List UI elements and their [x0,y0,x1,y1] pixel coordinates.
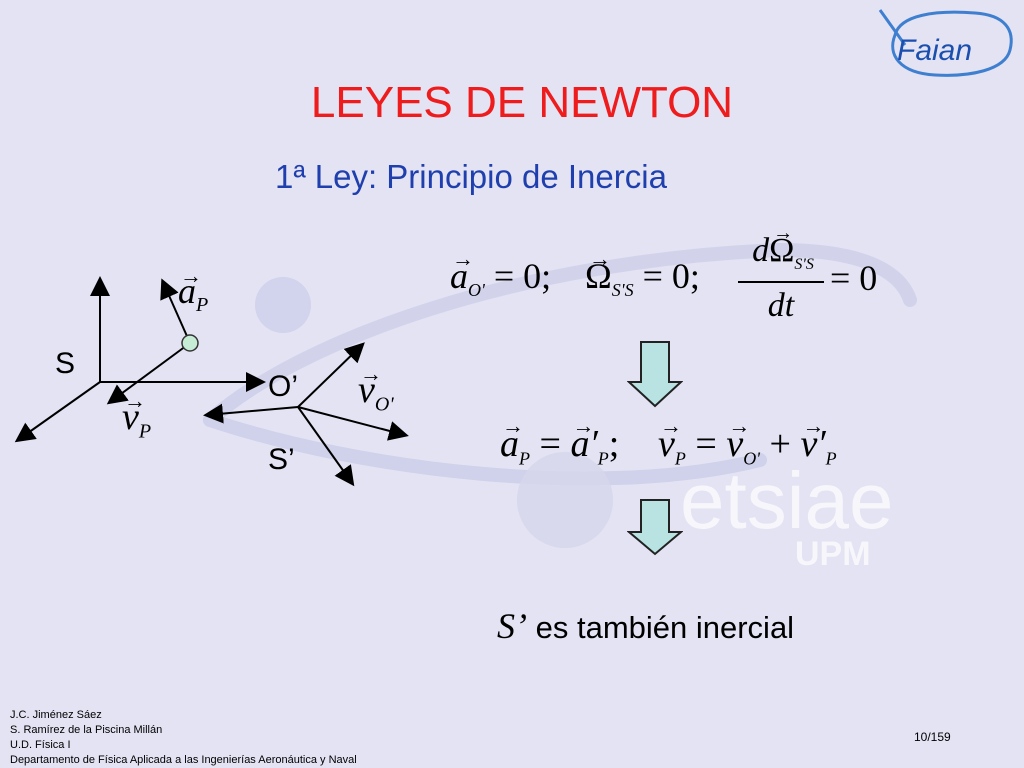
logo-text: Faian [897,34,972,67]
label-v-p: → vP [122,388,152,443]
frame-s-prime-axis-y [297,406,355,487]
watermark-globe [255,277,311,333]
vector-arrow-icon: → [589,246,611,271]
conclusion-body: es también inercial [527,610,795,645]
watermark-upm-text: UPM [795,535,871,573]
vector-arrow-icon: → [773,222,794,244]
fraction-bar [738,281,824,283]
equation-a-o-prime: →aO' = 0; [450,246,552,301]
label-v-o-prime: → vO' [358,361,394,416]
vector-arrow-icon: → [502,413,524,438]
equation-acceleration-equality: →aP = →a′P; [500,413,620,469]
frame-s-axis-y [14,381,101,443]
origin-o-prime-label: O’ [268,370,298,403]
down-arrow-2-icon [627,499,683,556]
equation-velocity-sum: →vP = →vO' + →v′P [658,413,837,469]
vector-arrow-icon: → [452,246,474,271]
vector-a-p-line [160,278,191,344]
watermark-etsiae-text: etsiae [680,456,893,545]
vector-arrow-icon: → [360,361,382,386]
faian-logo: Faian [878,9,1013,77]
vector-arrow-icon: → [802,413,825,438]
label-a-p: → aP [178,263,209,317]
vector-arrow-icon: → [180,263,202,288]
conclusion-symbol: S’ [497,606,527,646]
vector-v-p-line [106,342,191,405]
equation-omega: →ΩS'S = 0; [585,246,700,301]
down-arrow-1-icon [627,341,683,408]
conclusion-text: S’ es también inercial [497,605,794,647]
footer-line: U.D. Física I [10,739,71,751]
frame-s-prime-axis-back [203,403,299,424]
footer-line: S. Ramírez de la Piscina Millán [10,724,163,736]
vector-arrow-icon: → [660,413,682,438]
footer-line: Departamento de Física Aplicada a las In… [10,754,357,766]
slide-title: LEYES DE NEWTON [310,78,734,127]
footer-line: J.C. Jiménez Sáez [10,709,102,721]
footer-credits: J.C. Jiménez Sáez S. Ramírez de la Pisci… [10,708,357,768]
frame-s-prime-axis-x [297,406,409,441]
frame-s-prime-axis-z [297,342,365,408]
frame-s-label: S [55,347,76,380]
equation-derivative-numerator: d→ΩS'S [752,222,814,273]
vector-arrow-icon: → [124,388,146,413]
equation-derivative-denominator: dt [767,287,795,324]
frame-s-prime-label: S’ [268,443,295,476]
slide-subtitle: 1ª Ley: Principio de Inercia [275,158,667,195]
vector-arrow-icon: → [728,413,751,438]
vector-arrow-icon: → [572,413,595,438]
page-number: 10/159 [914,730,951,744]
equation-derivative-rhs: = 0 [830,258,878,298]
particle-p [181,334,199,352]
